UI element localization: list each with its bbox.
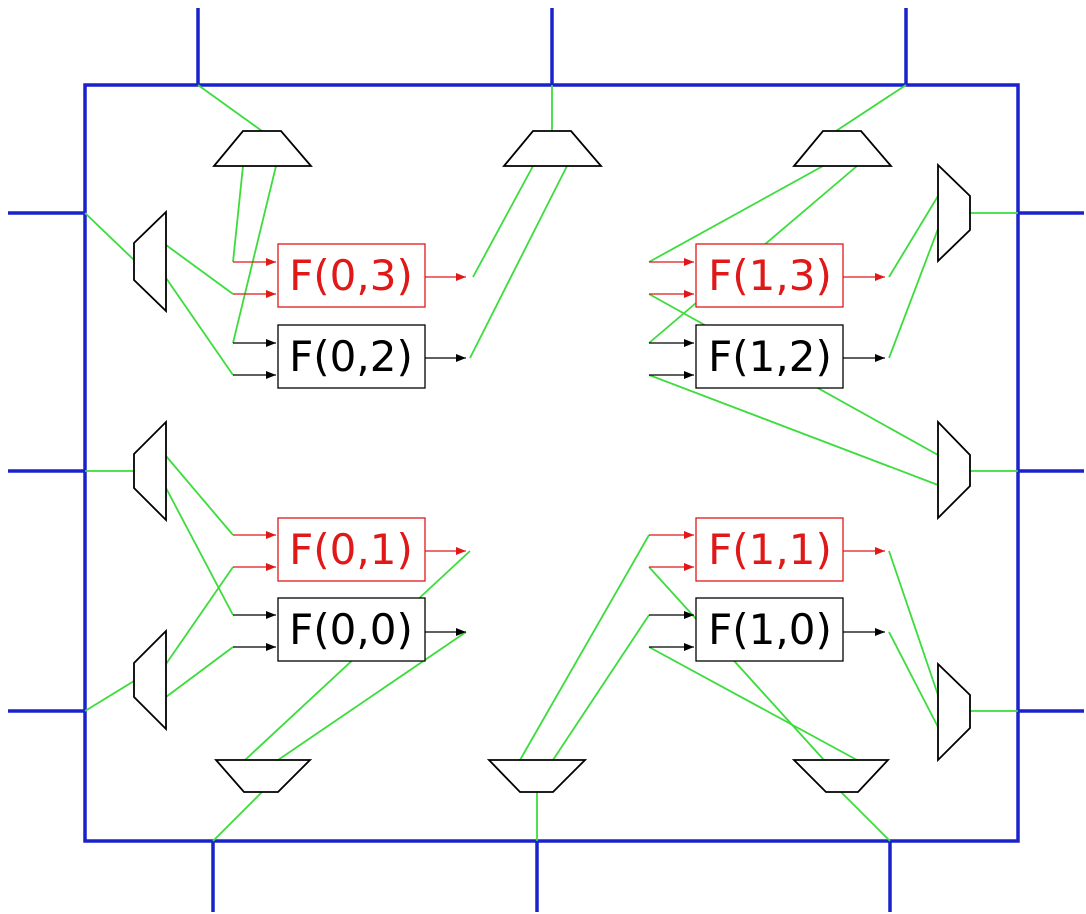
cell-f13-box — [695, 243, 844, 308]
cell-f12: F(1,2) — [649, 324, 885, 389]
mux-top-left-shape — [212, 130, 313, 167]
cell-f11-box — [695, 517, 844, 582]
mux-right-middle-shape — [937, 419, 971, 521]
mux-left-upper-shape — [133, 209, 167, 314]
cell-f03-box — [277, 243, 426, 308]
cell-f02-label: F(0,2) — [289, 332, 413, 381]
cell-f01-label: F(0,1) — [289, 525, 413, 574]
cell-f03-label: F(0,3) — [289, 251, 413, 300]
cell-f12-label: F(1,2) — [708, 332, 832, 381]
cell-f00-label: F(0,0) — [289, 605, 413, 654]
mux-left-lower-shape — [133, 628, 167, 732]
interconnect-wires — [84, 84, 1018, 842]
cell-f02-box — [277, 324, 426, 389]
mux-right-upper-shape — [937, 162, 971, 264]
cell-f10-label: F(1,0) — [708, 605, 832, 654]
cell-f11-label: F(1,1) — [708, 525, 832, 574]
cell-f10-box — [695, 597, 844, 662]
mux-left-middle-shape — [133, 419, 167, 523]
multiplexers — [133, 130, 971, 793]
mux-bottom-middle-shape — [486, 759, 588, 793]
cell-f13-label: F(1,3) — [708, 251, 832, 300]
cell-f01: F(0,1) — [233, 517, 466, 582]
cell-f01-box — [277, 517, 426, 582]
mux-top-middle-shape — [502, 130, 603, 167]
cell-f10: F(1,0) — [649, 597, 885, 662]
cell-f13: F(1,3) — [649, 243, 885, 308]
cell-f12-box — [695, 324, 844, 389]
mux-bottom-left-shape — [214, 759, 313, 793]
mux-top-right-shape — [792, 130, 893, 167]
cell-f00-box — [277, 597, 426, 662]
cell-f11: F(1,1) — [649, 517, 885, 582]
cell-f02: F(0,2) — [233, 324, 466, 389]
cell-f03: F(0,3) — [233, 243, 466, 308]
cell-f00: F(0,0) — [233, 597, 466, 662]
mux-bottom-right-shape — [791, 759, 891, 793]
mux-right-lower-shape — [937, 661, 971, 763]
